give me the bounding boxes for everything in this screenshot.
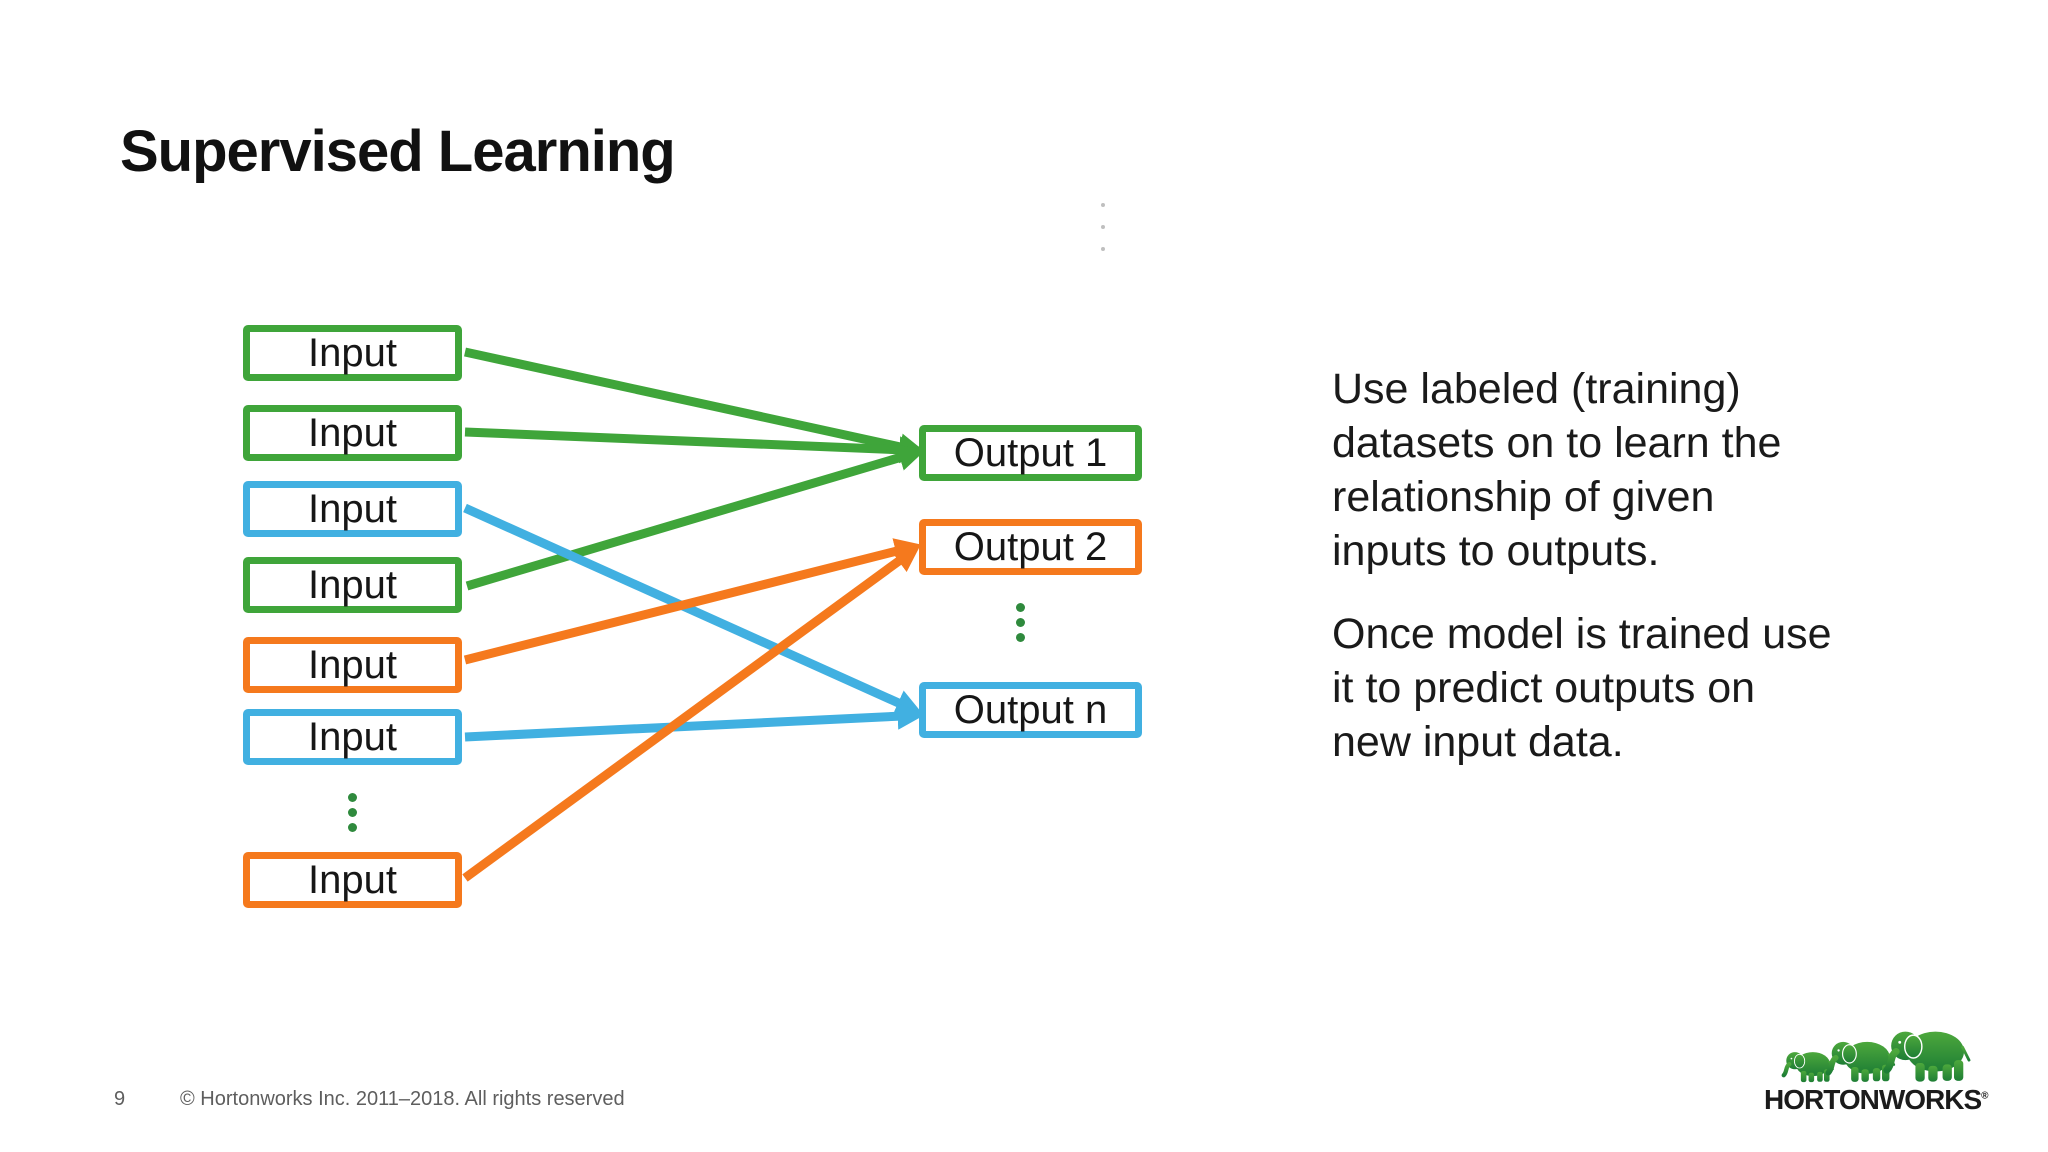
slide-title: Supervised Learning	[120, 119, 676, 184]
output-box-2: Output 2	[919, 519, 1142, 575]
body-text: Use labeled (training) datasets on to le…	[1332, 362, 1912, 798]
input-ellipsis-dot	[347, 807, 357, 817]
input-box-5: Input	[243, 637, 462, 693]
logo-text: HORTONWORKS	[1764, 1084, 1982, 1115]
input-ellipsis-dot	[347, 792, 357, 802]
elephant-icon	[1781, 1052, 1834, 1083]
input-box-3: Input	[243, 481, 462, 537]
arrow-green-3	[465, 444, 926, 591]
output-box-1: Output 1	[919, 425, 1142, 481]
arrow-orange-6	[463, 538, 922, 665]
faint-ellipsis-dot	[1101, 203, 1105, 207]
copyright-text: © Hortonworks Inc. 2011–2018. All rights…	[180, 1088, 625, 1110]
elephant-icon	[1825, 1041, 1896, 1082]
input-ellipsis-dot	[347, 822, 357, 832]
output-ellipsis-dot	[1015, 617, 1025, 627]
page-number: 9	[114, 1088, 126, 1110]
elephant-icon	[1883, 1031, 1971, 1082]
elephants-icon	[1781, 1031, 1971, 1083]
arrow-green-1	[464, 347, 927, 461]
body-paragraph-2: Once model is trained use it to predict …	[1332, 610, 1832, 766]
input-box-4: Input	[243, 557, 462, 613]
arrow-orange-7	[462, 545, 921, 882]
logo-wordmark: HORTONWORKS®	[1764, 1084, 1989, 1116]
output-box-3: Output n	[919, 682, 1142, 738]
input-box-2: Input	[243, 405, 462, 461]
output-ellipsis-dot	[1015, 602, 1025, 612]
arrow-green-2	[464, 427, 927, 464]
input-box-7: Input	[243, 852, 462, 908]
arrow-blue-5	[464, 702, 925, 742]
input-box-6: Input	[243, 709, 462, 765]
logo-registered-mark: ®	[1981, 1090, 1989, 1102]
output-ellipsis-dot	[1015, 632, 1025, 642]
hortonworks-logo: HORTONWORKS®	[1758, 1026, 1998, 1121]
input-box-1: Input	[243, 325, 462, 381]
faint-ellipsis-dot	[1101, 247, 1105, 251]
body-paragraph-1: Use labeled (training) datasets on to le…	[1332, 365, 1782, 575]
faint-ellipsis-dot	[1101, 225, 1105, 229]
